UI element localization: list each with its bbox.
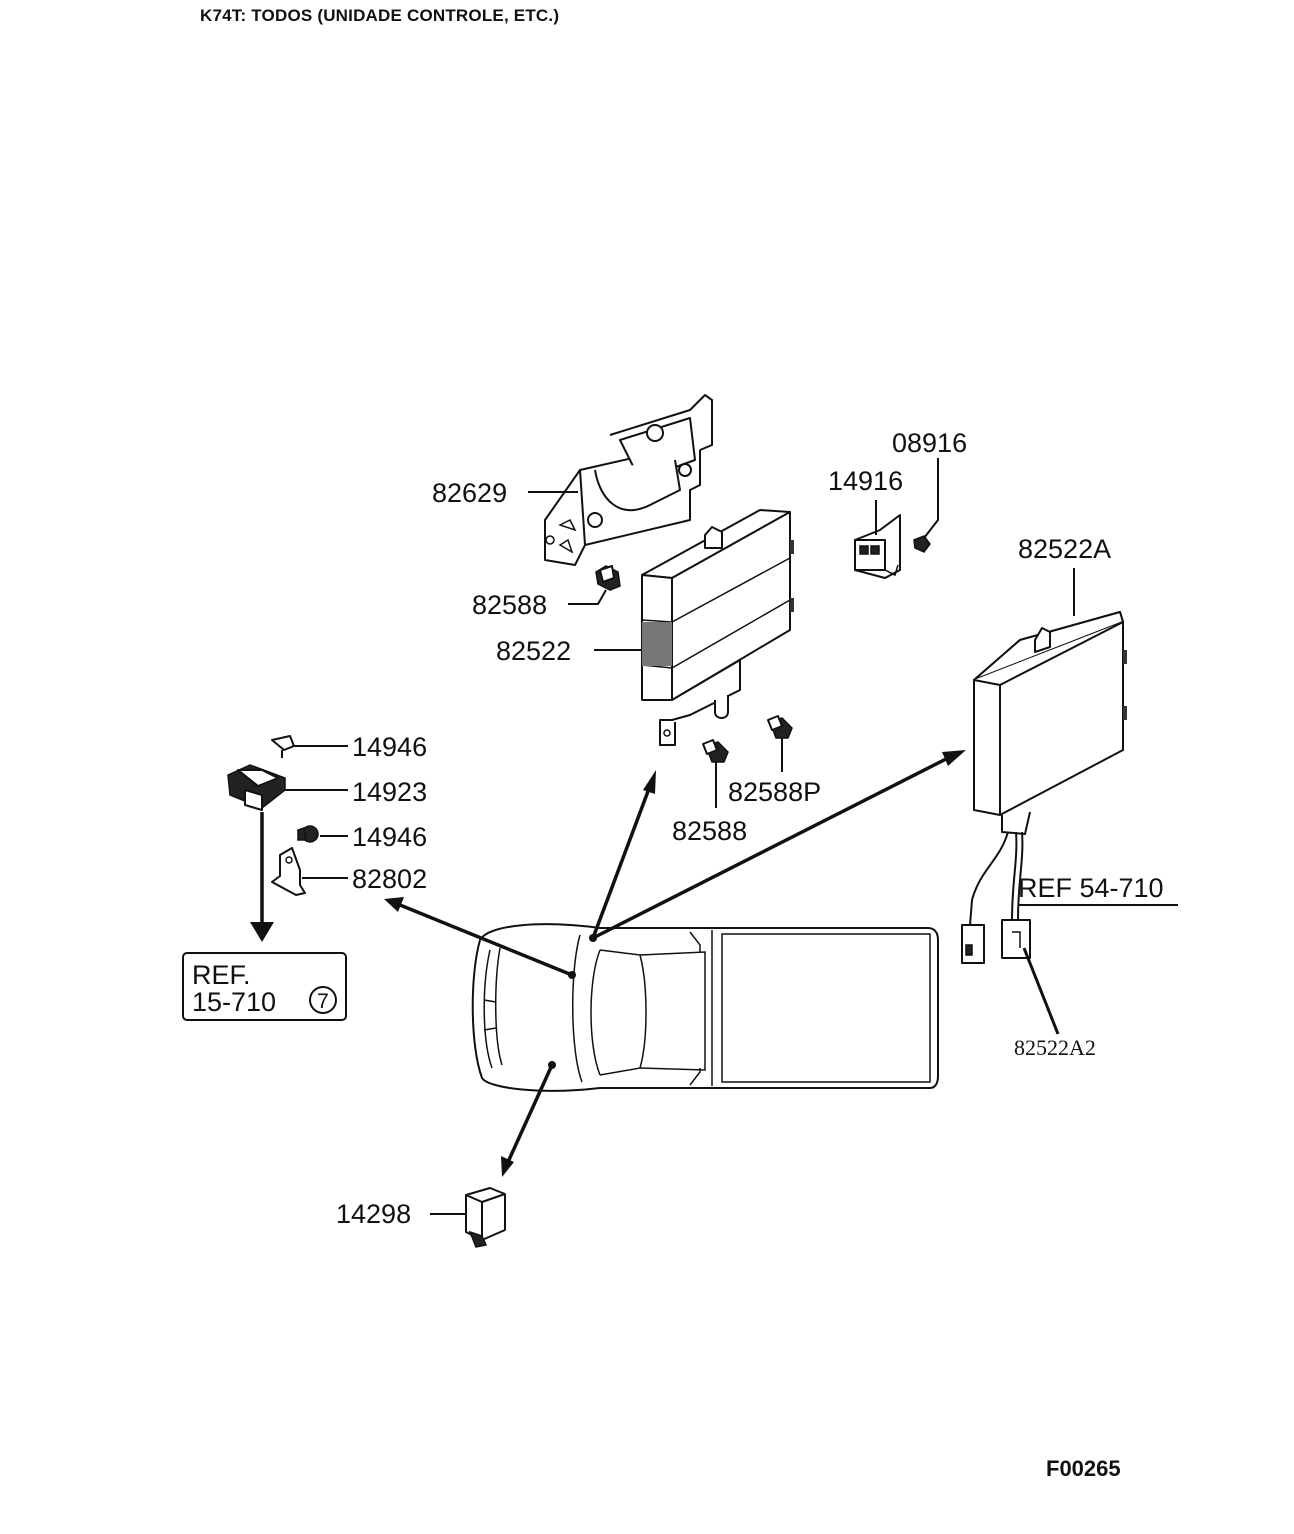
label-14298: 14298: [336, 1199, 411, 1229]
label-82522A: 82522A: [1018, 534, 1111, 564]
leader-lines: [285, 458, 1178, 1215]
figure-code: F00265: [1046, 1456, 1121, 1481]
nut-14946-bottom-part: [297, 825, 319, 843]
label-82802: 82802: [352, 864, 427, 894]
label-82522: 82522: [496, 636, 571, 666]
label-14946-top: 14946: [352, 732, 427, 762]
bracket-82802-part: [271, 847, 306, 896]
label-82588-top: 82588: [472, 590, 547, 620]
label-82522A2: 82522A2: [1014, 1035, 1096, 1060]
label-14923: 14923: [352, 777, 427, 807]
label-82588P: 82588P: [728, 777, 821, 807]
label-82629: 82629: [432, 478, 507, 508]
label-14946-bottom: 14946: [352, 822, 427, 852]
relay-14298-part: [465, 1187, 506, 1248]
sensor-14923-part: [227, 764, 286, 811]
label-08916: 08916: [892, 428, 967, 458]
module-82522A-part: [961, 611, 1127, 964]
ecu-82522-part: [641, 509, 794, 746]
ref-15-710-line1: REF.: [192, 960, 251, 990]
clip-82588-bottom-part: [702, 739, 729, 763]
bracket-82629-part: [544, 394, 713, 566]
ref-15-710-box: [182, 952, 347, 1021]
location-arrows: [250, 750, 966, 1177]
clip-82588P-part: [767, 715, 793, 739]
ref-15-710-line2: 15-710: [192, 987, 276, 1017]
clip-82588-top-part: [595, 565, 621, 591]
page-title: K74T: TODOS (UNIDADE CONTROLE, ETC.): [200, 6, 560, 25]
ref-54-710: REF 54-710: [1018, 873, 1164, 903]
truck-top-view: [471, 923, 939, 1092]
ref-15-710-circle-number: 7: [317, 990, 329, 1013]
label-14916: 14916: [828, 466, 903, 496]
screw-08916-part: [913, 535, 931, 553]
connector-14916-part: [854, 514, 901, 579]
screw-14946-top-part: [271, 735, 295, 758]
label-82588-bottom: 82588: [672, 816, 747, 846]
